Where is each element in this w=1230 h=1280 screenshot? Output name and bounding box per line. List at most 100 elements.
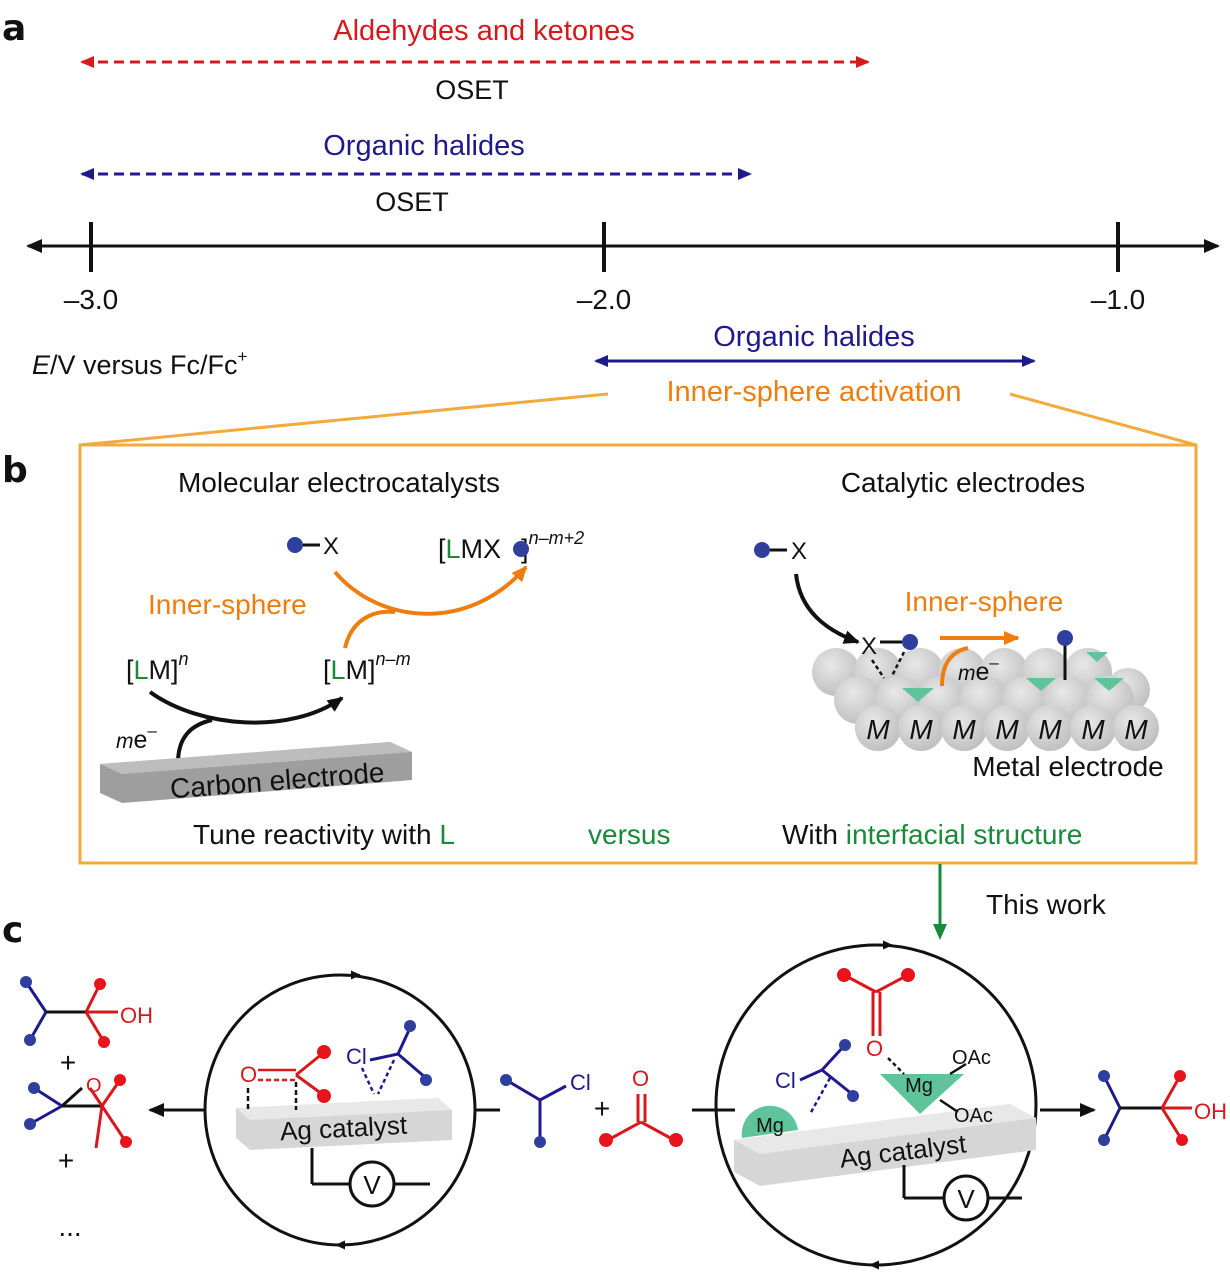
halide-right-atom-1 xyxy=(839,1039,851,1051)
panel-c: This work c OH + xyxy=(2,864,1227,1270)
aldehydes-ketones-label: Aldehydes and ketones xyxy=(333,15,635,47)
mg-site-triangle xyxy=(880,1074,964,1114)
interfacial-structure: interfacial structure xyxy=(846,819,1083,850)
metal-electrode-label: Metal electrode xyxy=(972,751,1163,782)
lmx-dot xyxy=(513,541,529,557)
lm2-charge: n–m xyxy=(376,649,411,669)
coordinated-ketone: O xyxy=(837,968,915,1075)
axis-title-e: E xyxy=(32,350,51,380)
reduction-arrow xyxy=(148,690,344,725)
carbonyl-arm-2 xyxy=(295,1073,323,1096)
catalytic-electrodes-title: Catalytic electrodes xyxy=(841,467,1085,498)
metal-atom-5: M xyxy=(1038,714,1062,745)
lm2-ligand: L xyxy=(331,655,346,685)
voltmeter-label-right: V xyxy=(957,1184,975,1214)
epoxide-o: O xyxy=(86,1075,102,1097)
organic-halides-label-1: Organic halides xyxy=(323,130,525,162)
oac-label-2: OAc xyxy=(954,1105,993,1127)
coordinated-o: O xyxy=(866,1036,883,1061)
halide-atom-1 xyxy=(404,1020,416,1032)
plus-left-1: + xyxy=(60,1047,76,1078)
radical-dot xyxy=(1057,630,1073,646)
carbonyl-o-left: O xyxy=(240,1062,257,1087)
adsorbed-x: X xyxy=(861,633,877,660)
oset-label-2: OSET xyxy=(375,187,449,217)
adsorbed-dash-1 xyxy=(870,659,886,679)
panel-a: a Aldehydes and ketones OSET Organic hal… xyxy=(2,8,1220,408)
tune-prefix: Tune reactivity with xyxy=(193,819,439,850)
alcohol-product-right: OH xyxy=(1098,1070,1227,1146)
halide-right-atom-2 xyxy=(847,1090,859,1102)
surface-site-4 xyxy=(1094,678,1124,691)
axis-title: E/V versus Fc/Fc+ xyxy=(32,347,248,380)
epoxide-product: O xyxy=(24,1074,132,1149)
voltmeter-label-left: V xyxy=(363,1170,381,1200)
electron-feed xyxy=(176,718,213,764)
ketone-reactant: O xyxy=(599,1066,683,1147)
lm1-charge: n xyxy=(179,649,189,669)
mg-label-left: Mg xyxy=(756,1115,784,1137)
me-label-left: me– xyxy=(116,721,157,754)
halide-right-dash xyxy=(808,1077,832,1115)
lm1-close: M] xyxy=(149,655,179,685)
substrate-x: X xyxy=(323,533,339,560)
ag-catalyst-slab-right-top xyxy=(734,1104,1036,1154)
ketone-o: O xyxy=(632,1066,649,1091)
carbonyl-atom-1 xyxy=(317,1045,331,1059)
halide-arm-2 xyxy=(397,1052,427,1080)
oac-label-1: OAc xyxy=(952,1047,991,1069)
axis-title-rest: /V versus Fc/Fc xyxy=(50,350,238,380)
inner-sphere-label-left: Inner-sphere xyxy=(148,589,307,620)
plus-left-2: + xyxy=(58,1145,74,1176)
surface-site-1 xyxy=(902,688,934,702)
adsorbed-dot xyxy=(902,634,918,650)
oac-bond-2 xyxy=(939,1098,959,1114)
tick-label-minus-3: –3.0 xyxy=(64,284,119,315)
oset-label-1: OSET xyxy=(435,75,509,105)
me-minus-left: – xyxy=(147,721,157,740)
panel-label-b: b xyxy=(2,450,28,491)
me-e-left: e xyxy=(134,726,148,754)
tune-ligand: L xyxy=(439,819,455,850)
lm2-close: M] xyxy=(346,655,376,685)
axis-title-sup: + xyxy=(238,347,248,366)
me-minus-right: – xyxy=(989,653,999,672)
metal-atom-3: M xyxy=(952,714,976,745)
lm-complex-2: [LM]n–m xyxy=(323,649,411,685)
carbonyl-arm-1 xyxy=(295,1052,323,1077)
lm-complex-1: [LM]n xyxy=(126,649,189,685)
panel-label-c: c xyxy=(2,910,23,951)
zoom-line-left xyxy=(79,392,609,447)
cl-label-right: Cl xyxy=(775,1068,796,1093)
substrate-dot-right xyxy=(754,542,770,558)
carbon-electrode-top xyxy=(100,742,412,774)
adsorption-arrow xyxy=(794,573,860,644)
this-work-label: This work xyxy=(986,889,1107,920)
panel-b: b Molecular electrocatalysts Catalytic e… xyxy=(2,392,1198,865)
me-label-right: me– xyxy=(958,653,999,686)
cl-bond-right xyxy=(799,1068,823,1082)
halide-right-arm-1 xyxy=(820,1044,846,1072)
with-prefix: With xyxy=(782,819,846,850)
cl-bond-left xyxy=(369,1052,399,1062)
surface-electron-curve xyxy=(940,646,969,687)
surface-site-2 xyxy=(1026,678,1056,691)
zoom-line-right xyxy=(1009,392,1197,447)
ag-catalyst-label-left: Ag catalyst xyxy=(279,1110,408,1147)
cl-label-left: Cl xyxy=(346,1044,367,1069)
halide-dash-1 xyxy=(360,1067,376,1095)
oh-label-right: OH xyxy=(1194,1099,1227,1124)
tick-label-minus-2: –2.0 xyxy=(577,284,632,315)
halide-arm-1 xyxy=(396,1027,412,1055)
halide-right-arm-2 xyxy=(821,1068,853,1096)
me-m-right: m xyxy=(958,662,976,685)
lmx-mid: MX xyxy=(461,534,502,564)
tick-label-minus-1: –1.0 xyxy=(1091,284,1146,315)
lm1-open: [ xyxy=(126,655,134,685)
metal-atom-2: M xyxy=(909,714,933,745)
halide-atom-2 xyxy=(420,1074,432,1086)
lmx-ligand: L xyxy=(446,534,461,564)
lmx-open: [ xyxy=(438,534,446,564)
ellipsis: ... xyxy=(58,1211,81,1242)
metal-atom-7: M xyxy=(1124,714,1148,745)
